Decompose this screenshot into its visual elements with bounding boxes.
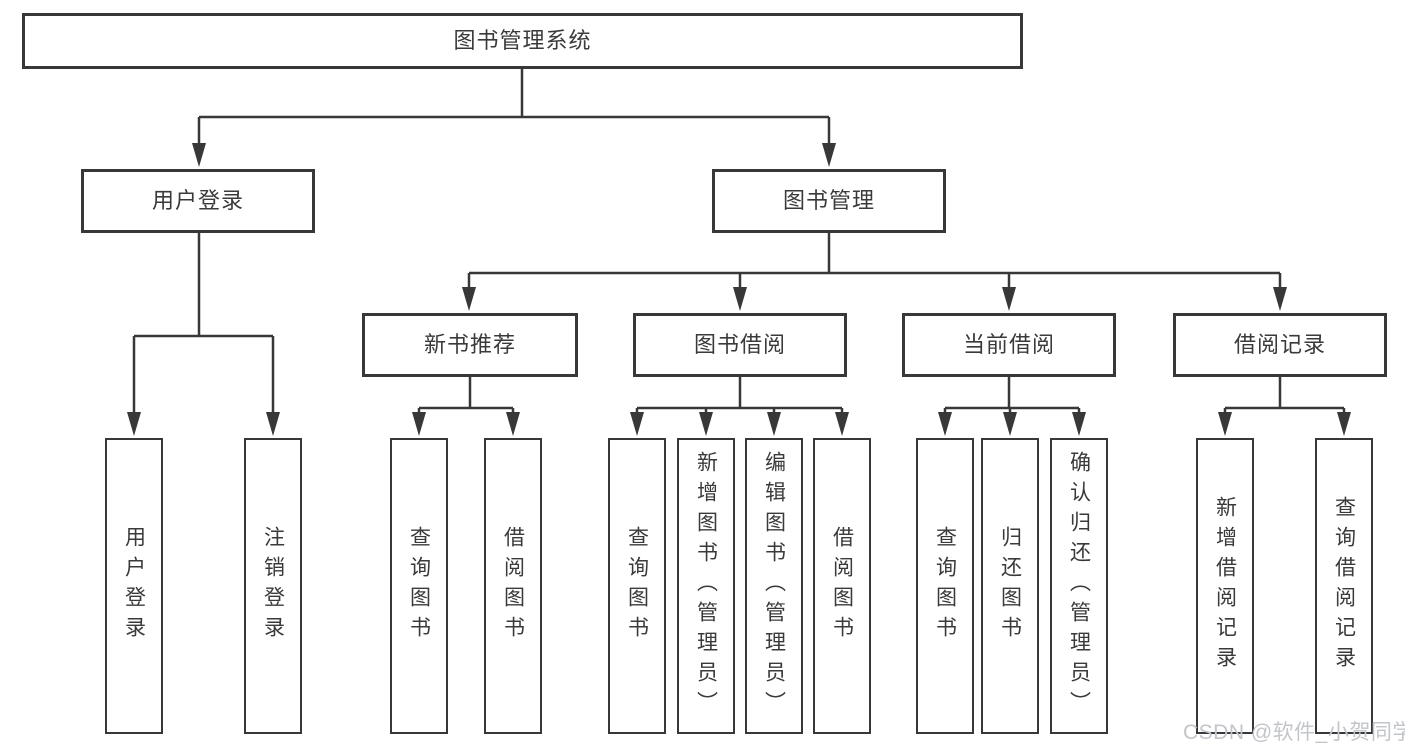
leaf-borrow-books-borrow-label: 借阅图书 xyxy=(830,526,854,646)
leaf-logout-label: 注销登录 xyxy=(261,526,285,646)
leaf-query-books-borrow-label: 查询图书 xyxy=(625,526,649,646)
leaf-add-book-admin: 新增图书（管理员） xyxy=(677,438,735,734)
node-user-login: 用户登录 xyxy=(81,169,315,233)
leaf-confirm-return-admin: 确认归还（管理员） xyxy=(1050,438,1108,734)
node-borrowing-records: 借阅记录 xyxy=(1173,313,1387,377)
node-book-management: 图书管理 xyxy=(712,169,946,233)
leaf-borrow-books-borrow: 借阅图书 xyxy=(813,438,871,734)
leaf-query-borrow-record-label: 查询借阅记录 xyxy=(1332,496,1356,676)
leaf-query-books-borrow: 查询图书 xyxy=(608,438,666,734)
node-book-borrowing: 图书借阅 xyxy=(633,313,847,377)
leaf-query-books-recommend-label: 查询图书 xyxy=(407,526,431,646)
leaf-query-books-current-label: 查询图书 xyxy=(933,526,957,646)
leaf-user-login-label: 用户登录 xyxy=(122,526,146,646)
csdn-watermark: CSDN @软件_小贺同学 xyxy=(1183,721,1405,744)
leaf-add-borrow-record-label: 新增借阅记录 xyxy=(1213,496,1237,676)
leaf-add-borrow-record: 新增借阅记录 xyxy=(1196,438,1254,734)
leaf-query-books-current: 查询图书 xyxy=(916,438,974,734)
leaf-return-book: 归还图书 xyxy=(981,438,1039,734)
leaf-edit-book-admin: 编辑图书（管理员） xyxy=(745,438,803,734)
leaf-edit-book-admin-label: 编辑图书（管理员） xyxy=(762,451,786,721)
leaf-borrow-books-recommend: 借阅图书 xyxy=(484,438,542,734)
leaf-query-books-recommend: 查询图书 xyxy=(390,438,448,734)
leaf-user-login: 用户登录 xyxy=(105,438,163,734)
leaf-logout: 注销登录 xyxy=(244,438,302,734)
node-root: 图书管理系统 xyxy=(22,13,1023,69)
node-new-book-recommendation: 新书推荐 xyxy=(362,313,578,377)
leaf-borrow-books-recommend-label: 借阅图书 xyxy=(501,526,525,646)
node-current-borrowing: 当前借阅 xyxy=(902,313,1116,377)
leaf-add-book-admin-label: 新增图书（管理员） xyxy=(694,451,718,721)
leaf-confirm-return-admin-label: 确认归还（管理员） xyxy=(1067,451,1091,721)
leaf-return-book-label: 归还图书 xyxy=(998,526,1022,646)
leaf-query-borrow-record: 查询借阅记录 xyxy=(1315,438,1373,734)
